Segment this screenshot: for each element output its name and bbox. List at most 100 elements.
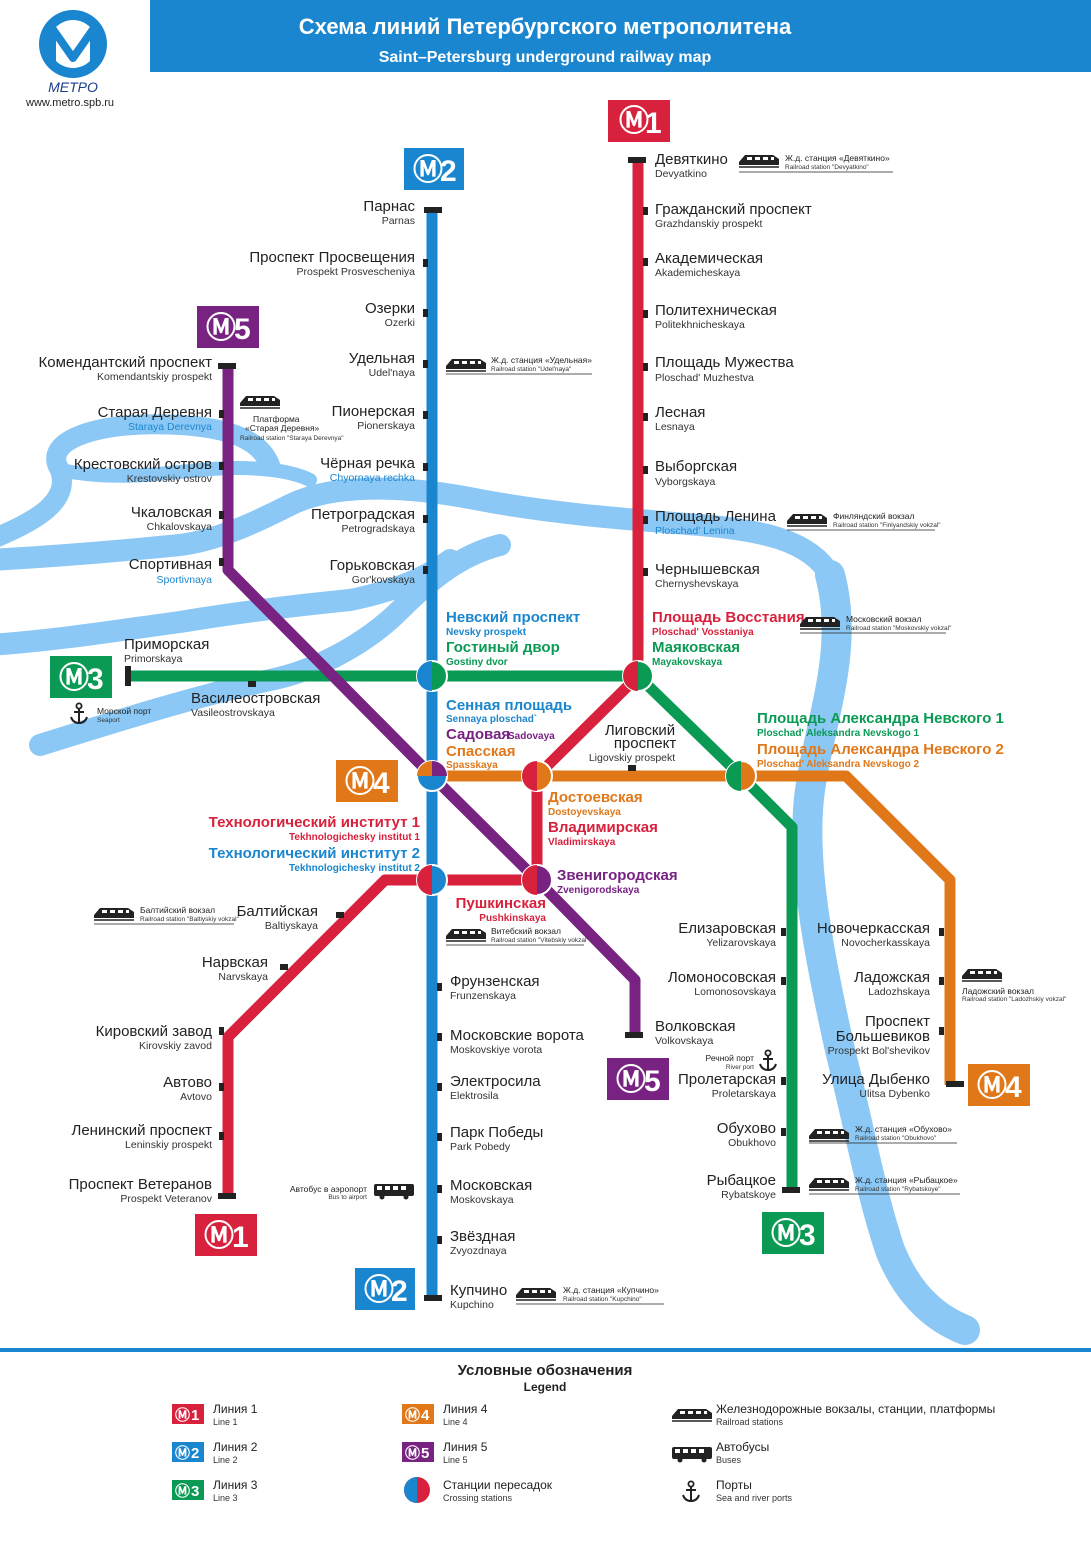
station-obukh[interactable]: Обухово Obukhovo (717, 1120, 776, 1149)
badge-line2-bottom[interactable]: Ⓜ 2 (355, 1268, 415, 1310)
station-chkal[interactable]: Чкаловская Chkalovskaya (131, 504, 212, 533)
station-lenina[interactable]: Площадь Ленина Ploschad' Lenina (655, 508, 777, 537)
station-kirov[interactable]: Кировский завод Kirovskiy zavod (96, 1023, 213, 1052)
svg-text:Politekhnicheskaya: Politekhnicheskaya (655, 319, 745, 331)
station-elektro[interactable]: Электросила Elektrosila (450, 1073, 541, 1102)
station-staraya[interactable]: Старая Деревня Staraya Derevnya (98, 404, 213, 433)
port-river[interactable]: Речной порт River port (706, 1049, 777, 1071)
interchange-nevsky[interactable] (416, 660, 448, 692)
port-seaport[interactable]: Морской порт Seaport (70, 702, 151, 724)
badge-line5-top[interactable]: Ⓜ 5 (197, 306, 259, 348)
station-kupchino[interactable]: Купчино Kupchino (450, 1282, 507, 1311)
station-dostoev[interactable]: Достоевская Dostoyevskaya (548, 789, 643, 818)
station-volkov[interactable]: Волковская Volkovskaya (655, 1018, 736, 1047)
station-primor[interactable]: Приморская Primorskaya (124, 636, 209, 665)
interchange-pan[interactable] (725, 760, 757, 792)
station-chernaya[interactable]: Чёрная речка Chyornaya rechka (320, 455, 415, 484)
interchange-vosstaniya[interactable] (622, 660, 654, 692)
rail-balt[interactable]: Балтийский вокзал Railroad station "Balt… (93, 905, 240, 925)
badge-line3-bottom[interactable]: Ⓜ 3 (762, 1212, 824, 1254)
badge-line3-left[interactable]: Ⓜ 3 (50, 656, 112, 698)
station-dybenko[interactable]: Улица Дыбенко Ulitsa Dybenko (822, 1071, 930, 1100)
svg-text:Kirovskiy zavod: Kirovskiy zavod (139, 1040, 212, 1052)
station-ozerki[interactable]: Озерки Ozerki (365, 300, 415, 329)
station-rybats[interactable]: Рыбацкое Rybatskoye (707, 1172, 777, 1201)
station-novocherk[interactable]: Новочеркасская Novocherkasskaya (817, 920, 930, 949)
rail-mosk[interactable]: Московский вокзал Railroad station "Mosk… (799, 614, 952, 634)
badge-line4-left[interactable]: Ⓜ 4 (336, 760, 398, 802)
station-pobedy[interactable]: Парк Победы Park Pobedy (450, 1124, 543, 1153)
interchange-zvenig[interactable] (521, 864, 553, 896)
svg-text:2: 2 (440, 155, 457, 188)
station-chernysh[interactable]: Чернышевская Chernyshevskaya (655, 561, 760, 590)
station-vladim[interactable]: Владимирская Vladimirskaya (548, 819, 658, 848)
station-nevsky[interactable]: Невский проспект Nevsky prospekt (446, 609, 580, 638)
rail-vit[interactable]: Витебский вокзал Railroad station "Viteb… (445, 926, 589, 946)
station-vaso[interactable]: Василеостровская Vasileostrovskaya (191, 690, 320, 719)
station-sport[interactable]: Спортивная Sportivnaya (129, 556, 212, 586)
station-elizar[interactable]: Елизаровская Yelizarovskaya (678, 920, 776, 949)
badge-line5-bottom[interactable]: Ⓜ 5 (607, 1058, 669, 1100)
rail-finl[interactable]: Финляндский вокзал Railroad station "Fin… (786, 511, 941, 531)
station-frunz[interactable]: Фрунзенская Frunzenskaya (450, 973, 540, 1002)
station-narvskaya[interactable]: Нарвская Narvskaya (202, 954, 268, 983)
bus-airport[interactable]: Автобус в аэропорт Bus to airport (290, 1184, 414, 1201)
rail-staraya[interactable]: Платформа «Старая Деревня» Railroad stat… (239, 395, 344, 442)
station-prosv[interactable]: Проспект Просвещения Prospekt Prosvesche… (249, 249, 415, 278)
station-ladozh[interactable]: Ладожская Ladozhskaya (854, 969, 930, 998)
rail-devyatkino[interactable]: Ж.д. станция «Девяткино» Railroad statio… (738, 153, 893, 173)
rail-rybats[interactable]: Ж.д. станция «Рыбацкое» Railroad station… (808, 1175, 960, 1195)
rail-udelnaya[interactable]: Ж.д. станция «Удельная» Railroad station… (445, 355, 592, 375)
badge-line1-bottom[interactable]: Ⓜ 1 (195, 1214, 257, 1256)
station-devyatkino[interactable]: Девяткино Devyatkino (655, 151, 728, 180)
station-politekh[interactable]: Политехническая Politekhnicheskaya (655, 302, 777, 331)
station-mvorota[interactable]: Московские ворота Moskovskiye vorota (450, 1027, 585, 1056)
interchange-dostoev[interactable] (521, 760, 553, 792)
badge-line1-top[interactable]: Ⓜ 1 (608, 100, 670, 142)
station-komend[interactable]: Комендантский проспект Komendantskiy pro… (39, 354, 213, 383)
station-lomon[interactable]: Ломоносовская Lomonosovskaya (668, 969, 776, 998)
interchange-tech[interactable] (416, 864, 448, 896)
svg-text:Seaport: Seaport (97, 717, 120, 724)
station-muzhestva[interactable]: Площадь Мужества Ploschad' Muzhestva (655, 354, 794, 384)
badge-line4-bottom[interactable]: Ⓜ 4 (968, 1064, 1030, 1106)
station-parnas[interactable]: Парнас Parnas (363, 198, 415, 227)
interchange-sennaya[interactable] (416, 760, 448, 792)
badge-line2-top[interactable]: Ⓜ 2 (404, 148, 464, 190)
station-avtovo[interactable]: Автово Avtovo (163, 1074, 212, 1103)
station-bolsh[interactable]: Проспект Большевиков Prospekt Bol'shevik… (828, 1013, 931, 1057)
station-spasskaya[interactable]: Спасская Spasskaya (446, 743, 516, 771)
station-pan1[interactable]: Площадь Александра Невского 1 Ploschad' … (757, 710, 1004, 739)
station-proletar[interactable]: Пролетарская Proletarskaya (678, 1071, 776, 1100)
website-link[interactable]: www.metro.spb.ru (25, 97, 114, 109)
station-gostiny[interactable]: Гостиный двор Gostiny dvor (446, 639, 560, 668)
station-pan2[interactable]: Площадь Александра Невского 2 Ploschad' … (757, 741, 1004, 770)
station-baltiyskaya[interactable]: Балтийская Baltiyskaya (237, 903, 319, 932)
station-gorkov[interactable]: Горьковская Gor'kovskaya (330, 557, 416, 586)
svg-text:Ploschad' Lenina: Ploschad' Lenina (655, 525, 735, 537)
station-grazhd[interactable]: Гражданский проспект Grazhdanskiy prospe… (655, 201, 812, 230)
station-tech2[interactable]: Технологический институт 2 Tekhnologiche… (209, 845, 421, 874)
rail-ladozh[interactable]: Ладожский вокзал Railroad station "Ladoz… (961, 968, 1067, 1003)
station-lesnaya[interactable]: Лесная Lesnaya (655, 404, 705, 433)
station-krest[interactable]: Крестовский остров Krestovskiy ostrov (74, 456, 213, 485)
station-tech1[interactable]: Технологический институт 1 Tekhnologiche… (209, 814, 421, 843)
station-mayak[interactable]: Маяковская Mayakovskaya (652, 639, 740, 668)
station-pushk[interactable]: Пушкинская Pushkinskaya (456, 895, 547, 924)
station-zvezdnaya[interactable]: Звёздная Zvyozdnaya (450, 1228, 515, 1257)
station-petrogr[interactable]: Петроградская Petrogradskaya (311, 506, 415, 535)
station-pionerskaya[interactable]: Пионерская Pionerskaya (332, 403, 415, 432)
rail-kupchino[interactable]: Ж.д. станция «Купчино» Railroad station … (515, 1285, 664, 1305)
station-vyborg[interactable]: Выборгская Vyborgskaya (655, 458, 737, 488)
station-zvenig[interactable]: Звенигородская Zvenigorodskaya (557, 867, 678, 896)
station-sadovaya[interactable]: Садовая Sadovaya (446, 726, 555, 743)
rail-obukh[interactable]: Ж.д. станция «Обухово» Railroad station … (808, 1124, 957, 1144)
station-akadem[interactable]: Академическая Akademicheskaya (655, 250, 763, 279)
station-vosstaniya[interactable]: Площадь Восстания Ploschad' Vosstaniya (652, 609, 805, 638)
station-veteranov[interactable]: Проспект Ветеранов Prospekt Veteranov (69, 1176, 213, 1205)
station-ligov[interactable]: Лиговский проспект Ligovskiy prospekt (589, 722, 677, 764)
station-moskovskaya[interactable]: Московская Moskovskaya (450, 1177, 532, 1206)
station-udelnaya[interactable]: Удельная Udel'naya (349, 350, 415, 379)
station-leninsky[interactable]: Ленинский проспект Leninskiy prospekt (72, 1122, 213, 1151)
station-sennaya[interactable]: Сенная площадь Sennaya ploschad` (446, 697, 572, 725)
